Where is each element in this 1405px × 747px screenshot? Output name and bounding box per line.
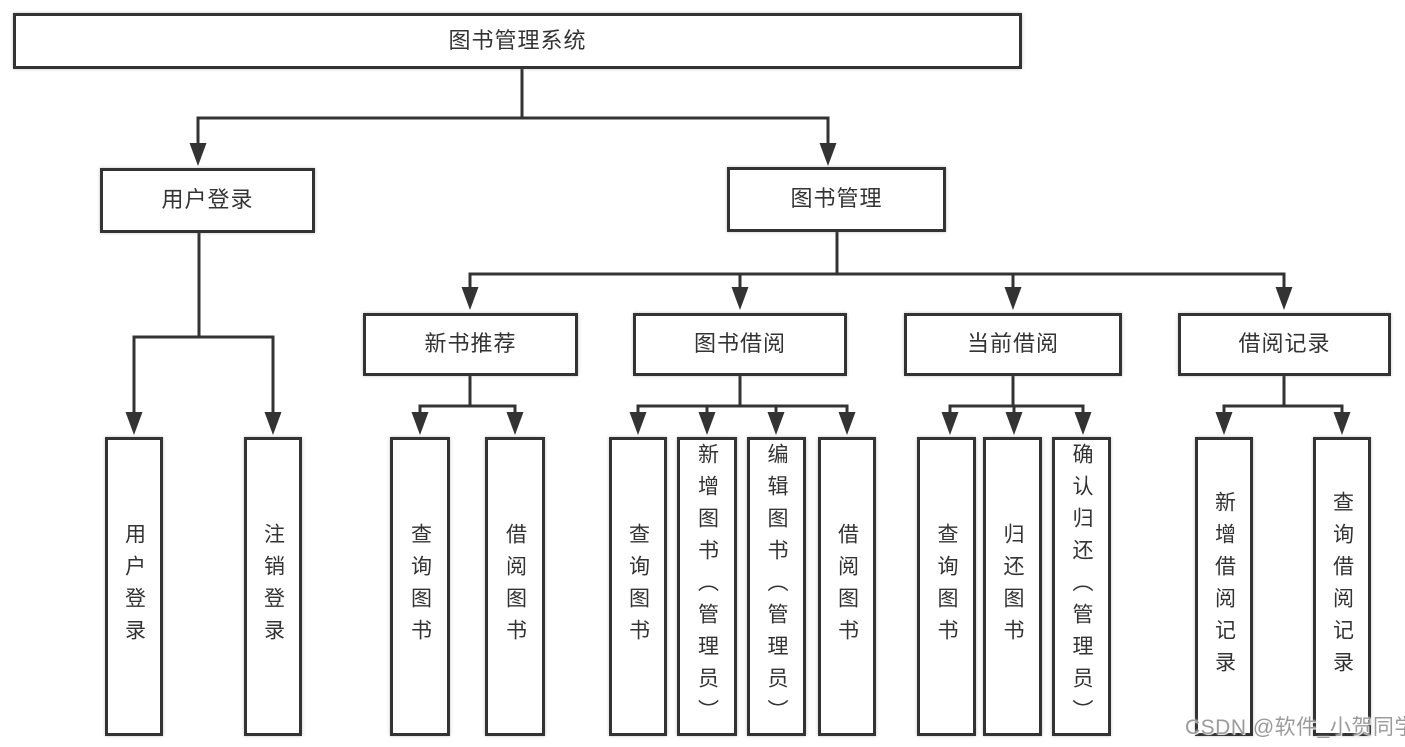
arrowhead-down xyxy=(1004,287,1022,310)
arrowhead-down xyxy=(125,412,143,435)
node-cb-return: 归还图书 xyxy=(983,437,1042,736)
arrowhead-down xyxy=(1074,412,1092,435)
arrowhead-down xyxy=(189,143,207,166)
node-br-query: 查询借阅记录 xyxy=(1313,437,1371,736)
arrowhead-down xyxy=(731,287,749,310)
arrowhead-down xyxy=(629,412,647,435)
node-user-login: 用户登录 xyxy=(100,168,315,233)
node-borrow-records: 借阅记录 xyxy=(1178,313,1391,376)
node-label: 图书管理 xyxy=(790,186,883,212)
node-label: 查询图书 xyxy=(626,522,650,651)
node-ul-login: 用户登录 xyxy=(105,437,163,736)
node-label: 新增图书（管理员） xyxy=(695,442,719,731)
node-label: 编辑图书（管理员） xyxy=(765,442,788,731)
node-label: 查询图书 xyxy=(935,522,958,651)
arrowhead-down xyxy=(1215,412,1233,435)
node-label: 借阅图书 xyxy=(835,522,859,651)
node-bb-query: 查询图书 xyxy=(609,437,667,736)
csdn-watermark: CSDN @软件_小贺同学 xyxy=(1185,716,1405,739)
arrowhead-down xyxy=(1333,412,1351,435)
node-label: 新书推荐 xyxy=(424,331,517,357)
node-label: 新增借阅记录 xyxy=(1212,490,1236,683)
node-cb-confirm: 确认归还（管理员） xyxy=(1052,437,1111,736)
arrowhead-down xyxy=(941,412,959,435)
node-ul-logout: 注销登录 xyxy=(244,437,302,736)
node-label: 查询图书 xyxy=(408,522,432,651)
arrowhead-down xyxy=(264,412,282,435)
arrowhead-down xyxy=(461,287,479,310)
node-label: 借阅图书 xyxy=(503,522,527,651)
node-br-add: 新增借阅记录 xyxy=(1195,437,1253,736)
arrowhead-down xyxy=(1275,287,1293,310)
node-label: 确认归还（管理员） xyxy=(1070,442,1093,731)
node-label: 图书借阅 xyxy=(693,331,786,357)
node-bb-add: 新增图书（管理员） xyxy=(677,437,737,736)
node-bb-edit: 编辑图书（管理员） xyxy=(747,437,806,736)
node-current-borrow: 当前借阅 xyxy=(904,313,1122,376)
node-root: 图书管理系统 xyxy=(13,13,1022,69)
node-label: 图书管理系统 xyxy=(448,27,587,53)
arrowhead-down xyxy=(819,143,837,166)
arrowhead-down xyxy=(506,412,524,435)
arrowhead-down xyxy=(767,412,785,435)
arrowhead-down xyxy=(698,412,716,435)
node-book-borrow: 图书借阅 xyxy=(633,313,847,376)
node-label: 注销登录 xyxy=(261,522,285,651)
node-nr-borrow: 借阅图书 xyxy=(485,437,545,736)
node-label: 借阅记录 xyxy=(1238,331,1331,357)
arrowhead-down xyxy=(838,412,856,435)
node-label: 用户登录 xyxy=(122,522,146,651)
node-new-book-rec: 新书推荐 xyxy=(363,313,578,376)
arrowhead-down xyxy=(1005,412,1023,435)
node-label: 归还图书 xyxy=(1001,522,1024,651)
node-cb-query: 查询图书 xyxy=(917,437,976,736)
node-label: 当前借阅 xyxy=(966,331,1059,357)
node-nr-query: 查询图书 xyxy=(390,437,450,736)
node-label: 用户登录 xyxy=(161,187,254,213)
node-book-mgmt: 图书管理 xyxy=(727,167,946,232)
arrowhead-down xyxy=(411,412,429,435)
node-label: 查询借阅记录 xyxy=(1330,490,1354,683)
node-bb-borrow: 借阅图书 xyxy=(818,437,876,736)
